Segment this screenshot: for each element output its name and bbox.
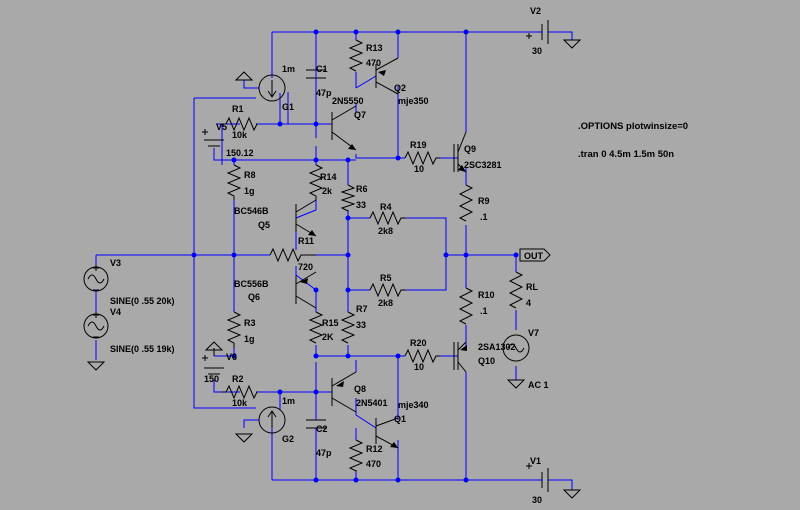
rl-label: RL — [526, 282, 538, 292]
r10-label: R10 — [478, 290, 495, 300]
q1-label: Q1 — [394, 414, 406, 424]
c2-value: 47p — [316, 448, 332, 458]
v2-label: V2 — [530, 6, 541, 16]
r14-label: R14 — [320, 172, 337, 182]
v1-battery-symbol[interactable] — [526, 463, 582, 499]
v6-battery-symbol[interactable] — [202, 341, 224, 375]
r7-value: 33 — [356, 320, 366, 330]
c2-label: C2 — [316, 424, 328, 434]
q2-label: Q2 — [394, 83, 406, 93]
q7-label: Q7 — [354, 110, 366, 120]
r14-value: 2k — [322, 186, 333, 196]
junction-dots — [191, 29, 519, 483]
wires — [95, 31, 542, 481]
r2-label: R2 — [232, 374, 244, 384]
out-label: OUT — [524, 251, 544, 261]
r12-label: R12 — [366, 444, 383, 454]
r4-value: 2k8 — [378, 226, 393, 236]
out-net-flag[interactable]: OUT — [519, 248, 551, 262]
v7-value: AC 1 — [528, 380, 549, 390]
q8-model: 2N5401 — [356, 398, 388, 408]
v4-value: SINE(0 .55 19k) — [110, 344, 175, 354]
r4-label: R4 — [380, 202, 392, 212]
v2-value: 30 — [532, 46, 542, 56]
g1-value: 1m — [282, 64, 295, 74]
g1-label: G1 — [282, 102, 294, 112]
r2-value: 10k — [232, 398, 248, 408]
g2-label: G2 — [282, 434, 294, 444]
component-labels: V2 30 V1 30 R13 470 Q2 mje350 C1 47p 1m … — [110, 6, 688, 505]
q10-model: 2SA1302 — [478, 342, 516, 352]
q2-model: mje350 — [398, 96, 429, 106]
r15-label: R15 — [322, 318, 339, 328]
r6-value: 33 — [356, 200, 366, 210]
q7-model: 2N5550 — [332, 96, 364, 106]
q5-model: BC546B — [234, 206, 269, 216]
v7-label: V7 — [528, 328, 539, 338]
options-directive: .OPTIONS plotwinsize=0 — [578, 121, 688, 132]
capacitor-symbols — [306, 69, 326, 458]
q10-label: Q10 — [478, 356, 495, 366]
tran-directive: .tran 0 4.5m 1.5m 50n — [578, 149, 674, 160]
q5-label: Q5 — [258, 220, 270, 230]
r19-label: R19 — [410, 140, 427, 150]
v3-sine-source[interactable] — [83, 265, 109, 292]
v4-sine-source[interactable] — [83, 312, 109, 371]
v6-value: 150 — [204, 374, 219, 384]
r1-label: R1 — [232, 104, 244, 114]
r1-value: 10k — [232, 130, 248, 140]
r3-value: 1g — [244, 334, 255, 344]
q9-model: 2SC3281 — [464, 160, 502, 170]
r20-value: 10 — [414, 362, 424, 372]
q6-model: BC556B — [234, 279, 269, 289]
r9-label: R9 — [478, 196, 490, 206]
r12-value: 470 — [366, 459, 381, 469]
v2-battery-symbol[interactable] — [526, 20, 582, 49]
q6-label: Q6 — [248, 292, 260, 302]
v1-label: V1 — [530, 456, 541, 466]
q1-model: mje340 — [398, 400, 429, 410]
c1-label: C1 — [316, 64, 328, 74]
resistor-symbols — [222, 39, 524, 472]
q8-label: Q8 — [354, 384, 366, 394]
q9-label: Q9 — [464, 144, 476, 154]
g2-current-source[interactable] — [234, 406, 286, 443]
r13-label: R13 — [366, 43, 383, 53]
v5-label: V5 — [216, 122, 227, 132]
rl-value: 4 — [526, 298, 531, 308]
r8-label: R8 — [244, 170, 256, 180]
r6-label: R6 — [356, 184, 368, 194]
r8-value: 1g — [244, 186, 255, 196]
v6-label: V6 — [226, 352, 237, 362]
v4-label: V4 — [110, 307, 121, 317]
transistor-symbols — [295, 57, 467, 449]
r7-label: R7 — [356, 304, 368, 314]
c1-value: 47p — [316, 88, 332, 98]
r10-value: .1 — [480, 306, 488, 316]
r19-value: 10 — [414, 164, 424, 174]
r5-label: R5 — [380, 273, 392, 283]
r20-label: R20 — [410, 338, 427, 348]
r15-value: 2K — [322, 332, 334, 342]
r3-label: R3 — [244, 318, 256, 328]
g2-value: 1m — [282, 396, 295, 406]
v5-battery-symbol[interactable] — [202, 129, 224, 147]
v5-value: 150.12 — [226, 148, 254, 158]
r9-value: .1 — [480, 212, 488, 222]
v3-value: SINE(0 .55 20k) — [110, 296, 175, 306]
v3-label: V3 — [110, 258, 121, 268]
r13-value: 470 — [366, 58, 381, 68]
r5-value: 2k8 — [378, 298, 393, 308]
g1-current-source[interactable] — [234, 71, 286, 102]
v7-ac-source[interactable] — [502, 334, 530, 389]
r11-label: R11 — [298, 236, 314, 246]
v1-value: 30 — [532, 495, 542, 505]
r11-value: 720 — [298, 262, 313, 272]
